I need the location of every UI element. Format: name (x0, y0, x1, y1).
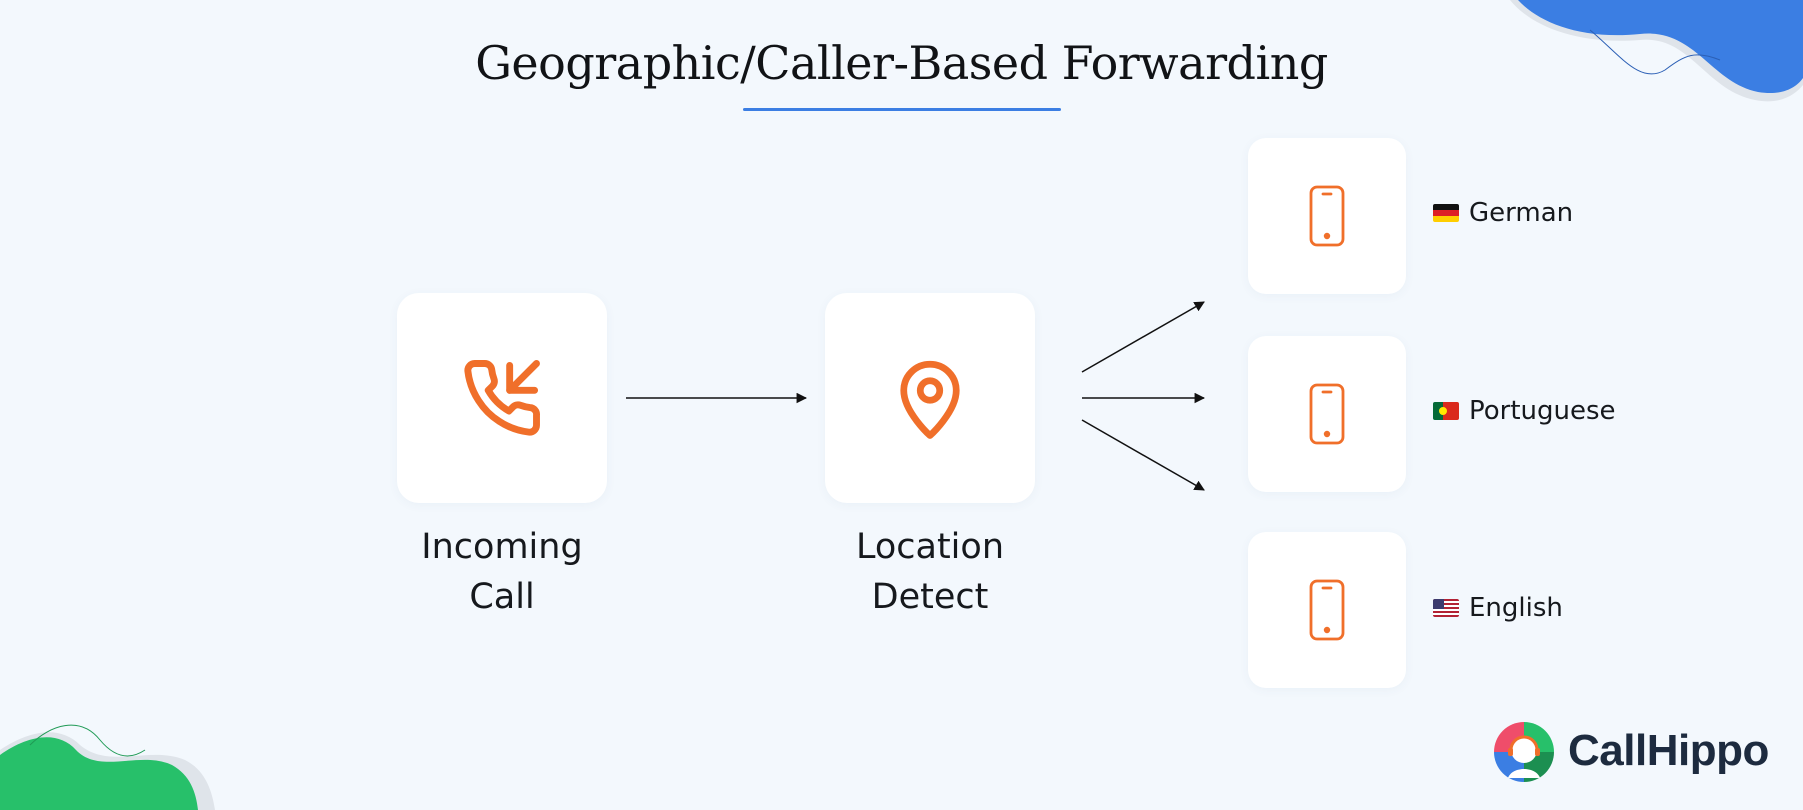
page-title: Geographic/Caller-Based Forwarding (475, 36, 1328, 90)
arrow-to-german (1081, 301, 1205, 373)
location-detect-card (825, 293, 1035, 503)
smartphone-icon (1309, 185, 1345, 247)
smartphone-icon (1309, 383, 1345, 445)
destination-label-german: German (1433, 198, 1573, 228)
title-underline (743, 108, 1061, 111)
usa-flag-icon (1433, 599, 1459, 617)
incoming-call-label: Incoming Call (421, 527, 583, 617)
destination-label-english: English (1433, 593, 1563, 623)
location-detect-label: Location Detect (855, 527, 1005, 617)
arrow-to-english (1081, 419, 1205, 491)
location-pin-icon (900, 360, 960, 439)
incoming-call-icon (464, 360, 540, 436)
top-right-blue-blob (1510, 0, 1803, 102)
germany-flag-icon (1433, 204, 1459, 222)
incoming-call-card (397, 293, 607, 503)
brand-name: CallHippo (1568, 726, 1769, 775)
destination-card-english (1248, 532, 1406, 688)
destination-card-german (1248, 138, 1406, 294)
portugal-flag-icon (1433, 402, 1459, 420)
destination-card-portuguese (1248, 336, 1406, 492)
callhippo-brand: CallHippo (1490, 718, 1769, 784)
destination-label-portuguese: Portuguese (1433, 396, 1616, 426)
smartphone-icon (1309, 579, 1345, 641)
callhippo-logo-icon (1494, 722, 1554, 782)
bottom-left-green-blob (0, 724, 215, 810)
